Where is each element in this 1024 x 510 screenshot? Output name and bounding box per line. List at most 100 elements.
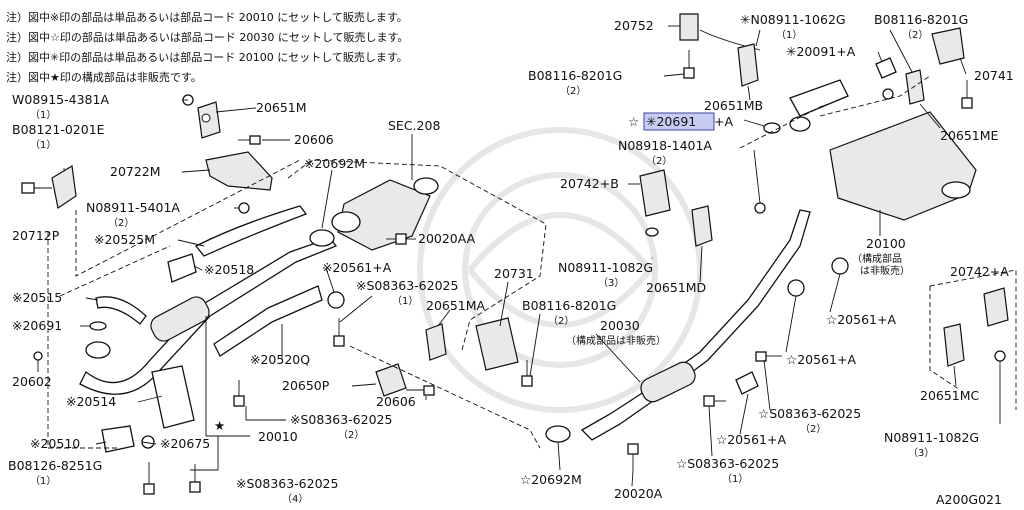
muffler-20100[interactable] xyxy=(829,111,977,221)
bracket-20722m[interactable] xyxy=(205,151,273,191)
bolt-08363-b-icon[interactable] xyxy=(189,464,201,493)
label-20691[interactable]: ※20691 xyxy=(12,318,62,333)
rubber-hanger-20651mb[interactable] xyxy=(737,43,759,87)
label-s08363-e[interactable]: ☆S08363-62025 xyxy=(676,456,779,471)
gasket-20091a[interactable] xyxy=(875,57,897,79)
label-20030[interactable]: 20030 xyxy=(600,318,640,333)
label-20651mc[interactable]: 20651MC xyxy=(920,388,980,403)
rubber-hanger-20651md[interactable] xyxy=(691,205,713,247)
label-n08911-1082-a[interactable]: N08911-1082G xyxy=(558,260,653,275)
label-20651ma[interactable]: 20651MA xyxy=(426,298,486,313)
label-20722m[interactable]: 20722M xyxy=(110,164,161,179)
nut-08911-5401-icon[interactable] xyxy=(238,202,250,214)
bolt-08363-d-icon[interactable] xyxy=(755,351,782,362)
bolt-08116-b-icon[interactable] xyxy=(683,50,695,79)
label-20510[interactable]: ※20510 xyxy=(30,436,80,451)
label-b08116-a[interactable]: B08116-8201G xyxy=(522,298,616,313)
label-20752[interactable]: 20752 xyxy=(614,18,654,33)
bolt-08116-c-icon[interactable] xyxy=(961,80,973,109)
nut-08911-1082b-icon[interactable] xyxy=(994,350,1006,362)
bolt-08363-a-icon[interactable] xyxy=(333,318,345,347)
label-20692m-b[interactable]: ☆20692M xyxy=(520,472,582,487)
heat-shield-20520q[interactable] xyxy=(213,285,323,357)
label-20692m[interactable]: ※20692M xyxy=(304,156,365,171)
resonator-20030[interactable] xyxy=(638,359,699,405)
bolt-20606-b-icon[interactable] xyxy=(406,385,435,396)
label-20020a[interactable]: 20020A xyxy=(614,486,663,501)
bolt-08116-a-icon[interactable] xyxy=(521,360,533,387)
label-n08911-5401[interactable]: N08911-5401A xyxy=(86,200,180,215)
label-20561a-middle[interactable]: ☆20561+A xyxy=(786,352,856,367)
label-20525m[interactable]: ※20525M xyxy=(94,232,155,247)
clamp-20561a-lower[interactable] xyxy=(735,371,759,395)
cover-20518[interactable] xyxy=(167,253,197,283)
bracket-20752[interactable] xyxy=(679,13,699,41)
label-20651me[interactable]: 20651ME xyxy=(940,128,999,143)
nut-20091a-icon[interactable] xyxy=(882,88,894,100)
bracket-20712p[interactable] xyxy=(51,165,77,209)
label-20651mb[interactable]: 20651MB xyxy=(704,98,763,113)
label-20741[interactable]: 20741 xyxy=(974,68,1014,83)
bolt-20020a-icon[interactable] xyxy=(627,443,639,470)
bracket-20742b[interactable] xyxy=(639,169,671,217)
cover-20510[interactable] xyxy=(101,425,135,453)
bolt-08126-icon[interactable] xyxy=(143,462,155,495)
bolt-20606-icon[interactable] xyxy=(238,135,261,145)
nut-20602-icon[interactable] xyxy=(33,351,43,361)
selected-part-20691a[interactable]: ☆ ✳20691 +A xyxy=(628,112,733,131)
label-20561a-lower[interactable]: ☆20561+A xyxy=(716,432,786,447)
rubber-hanger-20651mc[interactable] xyxy=(943,323,965,367)
label-s08363-d[interactable]: ☆S08363-62025 xyxy=(758,406,861,421)
rubber-hanger-20651me[interactable] xyxy=(905,69,925,105)
label-s08363-b[interactable]: ※S08363-62025 xyxy=(236,476,338,491)
label-20515[interactable]: ※20515 xyxy=(12,290,62,305)
label-20650p[interactable]: 20650P xyxy=(282,378,330,393)
label-20742a[interactable]: 20742+A xyxy=(950,264,1009,279)
bolt-near-20010-icon[interactable] xyxy=(233,380,245,407)
resonator-20010[interactable] xyxy=(147,293,212,344)
label-sec208[interactable]: SEC.208 xyxy=(388,118,440,133)
catalytic-converter[interactable] xyxy=(331,177,439,251)
bolt-08121-icon[interactable] xyxy=(21,182,52,194)
label-20712p[interactable]: 20712P xyxy=(12,228,60,243)
bracket-20742a[interactable] xyxy=(983,287,1009,327)
label-20561a-right[interactable]: ☆20561+A xyxy=(826,312,896,327)
label-20091a[interactable]: ✳20091+A xyxy=(786,44,856,59)
label-b08121[interactable]: B08121-0201E xyxy=(12,122,105,137)
label-20514[interactable]: ※20514 xyxy=(66,394,116,409)
label-n08911-1082-b[interactable]: N08911-1082G xyxy=(884,430,979,445)
label-n08918[interactable]: N08918-1401A xyxy=(618,138,712,153)
flange-muffler[interactable] xyxy=(789,116,811,132)
bolt-08363-e-icon[interactable] xyxy=(703,395,726,407)
label-20691a-highlighted[interactable]: ✳20691 xyxy=(646,114,696,129)
label-20675[interactable]: ※20675 xyxy=(160,436,210,451)
flange-20602[interactable] xyxy=(85,341,111,359)
nut-08918-icon[interactable] xyxy=(754,202,766,214)
label-n08911-1062[interactable]: ✳N08911-1062G xyxy=(740,12,846,27)
muffler-inlet-pipe[interactable] xyxy=(789,79,849,117)
label-20742b[interactable]: 20742+B xyxy=(560,176,619,191)
label-20651m[interactable]: 20651M xyxy=(256,100,307,115)
label-20606-a[interactable]: 20606 xyxy=(294,132,334,147)
label-b08116-b[interactable]: B08116-8201G xyxy=(874,12,968,27)
bracket-20731[interactable] xyxy=(475,317,519,371)
label-20518[interactable]: ※20518 xyxy=(204,262,254,277)
label-20520q[interactable]: ※20520Q xyxy=(250,352,310,367)
heat-shield-20525m[interactable] xyxy=(194,205,308,257)
label-b08116-c[interactable]: B08116-8201G xyxy=(528,68,622,83)
gasket-20692m[interactable] xyxy=(309,229,335,247)
rubber-20650p[interactable] xyxy=(375,363,407,397)
gasket-20692m-b[interactable] xyxy=(545,425,571,443)
label-20010[interactable]: 20010 xyxy=(258,429,298,444)
label-20731[interactable]: 20731 xyxy=(494,266,534,281)
label-20606-b[interactable]: 20606 xyxy=(376,394,416,409)
clamp-20561a-middle[interactable] xyxy=(787,279,805,297)
label-w08915[interactable]: W08915-4381A xyxy=(12,92,109,107)
label-20020aa[interactable]: 20020AA xyxy=(418,231,476,246)
rubber-hanger-20651m[interactable] xyxy=(197,101,221,139)
nut-20742b-icon[interactable] xyxy=(645,227,659,237)
label-20602[interactable]: 20602 xyxy=(12,374,52,389)
heat-shield-20514[interactable] xyxy=(151,365,195,429)
label-20651md[interactable]: 20651MD xyxy=(646,280,706,295)
rubber-hanger-20651ma[interactable] xyxy=(425,323,447,361)
